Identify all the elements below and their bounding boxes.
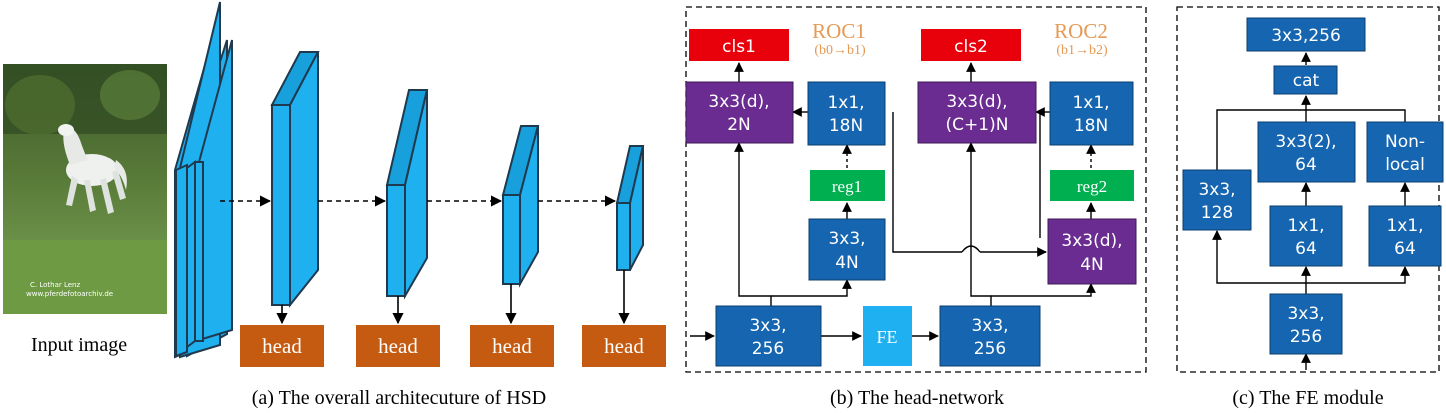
fe-in-conv-line1: 3x3, [1287, 304, 1324, 324]
fe-out-conv-block: 3x3,256 [1246, 17, 1366, 52]
fe-in-conv-block: 3x3, 256 [1269, 293, 1343, 355]
caption-a: (a) The overall architecuture of HSD [252, 387, 547, 409]
roc2-reg-conv-line2: 18N [1074, 116, 1108, 136]
cls2-label: cls2 [954, 37, 988, 57]
fe-block: FE [863, 306, 912, 366]
roc2-reg-conv-block: 1x1, 18N [1049, 81, 1134, 146]
roc1-loc-conv-line1: 3x3, [828, 229, 865, 249]
conv-a-line1: 3x3, [749, 316, 786, 336]
mid-conv-2-line1: 1x1, [1386, 216, 1423, 236]
mid-conv-2-block: 1x1, 64 [1368, 205, 1442, 267]
nonlocal-block: Non- local [1366, 121, 1444, 183]
fe-label: FE [876, 327, 897, 347]
input-photo: C. Lothar Lenz www.pferdefotoarchiv.de [3, 64, 167, 314]
side-conv-line2: 128 [1201, 203, 1233, 223]
head-label-3: head [492, 334, 532, 358]
roc2-loc-conv-line2: 4N [1080, 255, 1104, 275]
reg1-label: reg1 [832, 177, 862, 196]
pyramid-map-1 [270, 51, 320, 308]
conv-b-line2: 256 [974, 339, 1006, 359]
conv-b-block: 3x3, 256 [939, 305, 1041, 367]
input-image-label: Input image [31, 334, 127, 356]
map-to-head-arrows [276, 270, 630, 325]
roc1-title: ROC1 [812, 19, 866, 43]
roc1-loc-conv-block: 3x3, 4N [808, 218, 886, 281]
head-label-1: head [262, 334, 302, 358]
photo-credit-line2: www.pferdefotoarchiv.de [26, 290, 113, 298]
cls1-label: cls1 [722, 37, 756, 57]
head-box-2: head [356, 325, 440, 367]
head-box-3: head [470, 325, 554, 367]
roc1-reg-conv-block: 1x1, 18N [807, 81, 886, 146]
panel-b-connections [690, 62, 1096, 341]
mid-conv-1-block: 1x1, 64 [1269, 205, 1343, 267]
head-label-4: head [604, 334, 644, 358]
roc1-loc-conv-line2: 4N [835, 253, 859, 273]
caption-c: (c) The FE module [1232, 387, 1383, 409]
head-box-4: head [582, 325, 666, 367]
roc2-loc-conv-block: 3x3(d), 4N [1047, 218, 1137, 285]
roc1-subtitle: (b0→b1) [814, 43, 866, 58]
panel-c-fe-module: 3x3,256 cat 3x3(2), 64 Non- local 3x3, 1… [1176, 6, 1444, 409]
dilated-conv-block: 3x3(2), 64 [1257, 121, 1356, 183]
panel-c-frame [1176, 6, 1440, 373]
roc1-reg-conv-line2: 18N [829, 116, 863, 136]
side-conv-block: 3x3, 128 [1182, 169, 1252, 231]
pyramid-map-3 [501, 125, 540, 288]
photo-credit-line1: C. Lothar Lenz [30, 281, 80, 289]
reg2-box: reg2 [1050, 170, 1134, 201]
dilated-conv-line2: 64 [1295, 155, 1317, 175]
nonlocal-line2: local [1385, 155, 1425, 175]
reg2-label: reg2 [1077, 177, 1107, 196]
reg1-box: reg1 [810, 170, 885, 201]
pyramid-map-2 [385, 89, 429, 300]
fe-out-conv-label: 3x3,256 [1271, 26, 1341, 46]
panel-b-frame [685, 6, 1147, 373]
cat-block: cat [1273, 65, 1338, 95]
roc2-cls-conv-line2: (C+1)N [946, 115, 1009, 135]
mid-conv-2-line2: 64 [1394, 239, 1416, 259]
dilated-conv-line1: 3x3(2), [1275, 132, 1336, 152]
roc2-cls-conv-block: 3x3(d), (C+1)N [917, 81, 1037, 144]
fe-in-conv-line2: 256 [1290, 327, 1322, 347]
conv-a-block: 3x3, 256 [715, 305, 822, 367]
roc2-reg-conv-line1: 1x1, [1072, 93, 1109, 113]
head-box-1: head [240, 325, 324, 367]
roc1-cls-conv-line1: 3x3(d), [708, 92, 769, 112]
roc1-cls-conv-line2: 2N [727, 115, 751, 135]
roc1-cls-conv-block: 3x3(d), 2N [685, 81, 794, 144]
head-label-2: head [378, 334, 418, 358]
conv-b-line1: 3x3, [971, 316, 1008, 336]
cls1-box: cls1 [689, 29, 789, 61]
mid-conv-1-line1: 1x1, [1287, 216, 1324, 236]
nonlocal-line1: Non- [1385, 132, 1425, 152]
roc2-subtitle: (b1→b2) [1056, 43, 1108, 58]
cat-label: cat [1293, 71, 1320, 91]
side-conv-line1: 3x3, [1198, 180, 1235, 200]
roc2-title: ROC2 [1054, 19, 1108, 43]
cls2-box: cls2 [921, 29, 1021, 61]
roc2-cls-conv-line1: 3x3(d), [946, 92, 1007, 112]
caption-b: (b) The head-network [830, 387, 1004, 409]
roc1-reg-conv-line1: 1x1, [827, 93, 864, 113]
panel-b-head-network: ROC1 (b0→b1) ROC2 (b1→b2) [685, 6, 1147, 409]
panel-a-overall-architecture: C. Lothar Lenz www.pferdefotoarchiv.de I… [3, 1, 666, 409]
roc2-loc-conv-line1: 3x3(d), [1061, 231, 1122, 251]
mid-conv-1-line2: 64 [1295, 239, 1317, 259]
panel-c-connections [1212, 52, 1410, 370]
conv-a-line2: 256 [752, 339, 784, 359]
backbone-feature-maps [174, 1, 233, 359]
pyramid-map-4 [615, 145, 645, 271]
